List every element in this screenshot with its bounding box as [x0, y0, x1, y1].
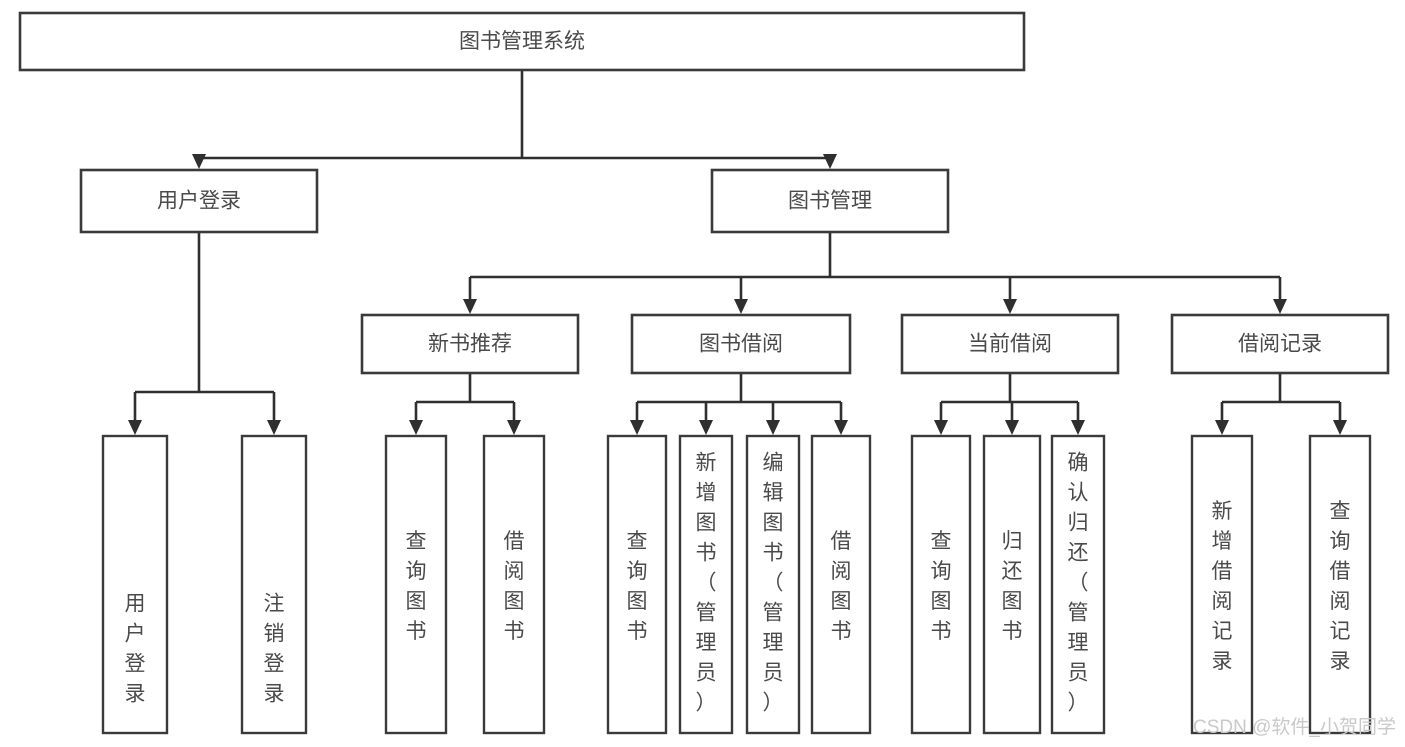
leaf-node-leaf-borrow-book-rec-box[interactable] — [482, 434, 546, 735]
leaf-node-leaf-query-book-borrow[interactable]: 查询图书 — [606, 434, 668, 735]
leaf-node-leaf-confirm-return-box[interactable] — [1050, 434, 1106, 735]
node-book-borrow-box[interactable] — [630, 313, 852, 375]
leaf-node-leaf-logout-box[interactable] — [240, 434, 308, 735]
arrow-head-icon — [1333, 420, 1347, 435]
arrow-head-icon — [734, 299, 748, 314]
arrow-head-icon — [934, 420, 948, 435]
watermark-layer: CSDN @软件_小贺同学 — [1193, 716, 1396, 738]
leaf-node-leaf-borrow-book-rec-label: 借阅图书 — [504, 530, 525, 643]
leaf-node-leaf-edit-book-label: 编辑图书（管理员） — [763, 451, 784, 714]
leaf-node-leaf-query-record-box[interactable] — [1308, 434, 1372, 735]
arrow-head-icon — [630, 420, 644, 435]
arrow-head-icon — [699, 420, 713, 435]
leaf-node-leaf-confirm-return-label: 确认归还（管理员） — [1068, 451, 1089, 714]
leaf-node-leaf-add-record-box[interactable] — [1190, 434, 1254, 735]
leaf-node-leaf-confirm-return[interactable]: 确认归还（管理员） — [1050, 434, 1106, 735]
arrow-head-icon — [1273, 299, 1287, 314]
leaf-node-leaf-borrow-book-box[interactable] — [810, 434, 872, 735]
arrow-head-icon — [1003, 299, 1017, 314]
node-borrow-record[interactable]: 借阅记录 — [1170, 313, 1390, 375]
leaf-node-leaf-edit-book-box[interactable] — [745, 434, 801, 735]
leaf-node-leaf-return-book-label: 归还图书 — [1002, 530, 1023, 643]
csdn-watermark: CSDN @软件_小贺同学 — [1193, 716, 1396, 738]
arrow-head-icon — [1005, 420, 1019, 435]
node-book-borrow-label: 图书借阅 — [699, 333, 783, 356]
arrow-head-icon — [834, 420, 848, 435]
arrow-head-icon — [128, 420, 142, 435]
leaf-node-leaf-user-login[interactable]: 用户登录 — [101, 434, 169, 735]
connector-layer — [128, 70, 1347, 435]
leaf-node-leaf-query-record-label: 查询借阅记录 — [1330, 500, 1351, 673]
node-user-login-label: 用户登录 — [157, 190, 241, 213]
leaf-node-leaf-edit-book[interactable]: 编辑图书（管理员） — [745, 434, 801, 735]
leaf-node-leaf-query-book-current-label: 查询图书 — [931, 530, 952, 643]
leaf-node-leaf-return-book[interactable]: 归还图书 — [982, 434, 1042, 735]
arrow-head-icon — [409, 420, 423, 435]
leaf-node-leaf-user-login-box[interactable] — [101, 434, 169, 735]
leaf-node-leaf-query-record[interactable]: 查询借阅记录 — [1308, 434, 1372, 735]
leaf-node-leaf-query-book-borrow-label: 查询图书 — [627, 530, 648, 643]
leaf-node-leaf-add-record-label: 新增借阅记录 — [1212, 500, 1233, 673]
node-book-management[interactable]: 图书管理 — [710, 168, 950, 234]
node-current-borrow[interactable]: 当前借阅 — [900, 313, 1120, 375]
node-root-box[interactable] — [18, 11, 1026, 72]
arrow-head-icon — [192, 154, 206, 169]
leaf-node-leaf-add-book-box[interactable] — [678, 434, 734, 735]
node-new-book-recommend[interactable]: 新书推荐 — [360, 313, 580, 375]
leaf-node-leaf-query-book-rec-label: 查询图书 — [406, 530, 427, 643]
leaf-node-leaf-return-book-box[interactable] — [982, 434, 1042, 735]
leaf-node-leaf-borrow-book[interactable]: 借阅图书 — [810, 434, 872, 735]
node-borrow-record-label: 借阅记录 — [1238, 333, 1322, 356]
arrow-head-icon — [507, 420, 521, 435]
leaf-node-leaf-add-record[interactable]: 新增借阅记录 — [1190, 434, 1254, 735]
node-new-book-recommend-box[interactable] — [360, 313, 580, 375]
arrow-head-icon — [766, 420, 780, 435]
leaf-node-leaf-query-book-current-box[interactable] — [910, 434, 972, 735]
node-book-management-label: 图书管理 — [788, 190, 872, 213]
leaf-node-leaf-query-book-rec[interactable]: 查询图书 — [384, 434, 448, 735]
leaf-node-leaf-query-book-current[interactable]: 查询图书 — [910, 434, 972, 735]
arrow-head-icon — [463, 299, 477, 314]
node-current-borrow-box[interactable] — [900, 313, 1120, 375]
leaf-node-leaf-query-book-rec-box[interactable] — [384, 434, 448, 735]
node-layer: 新书推荐图书借阅当前借阅借阅记录用户登录图书管理图书管理系统用户登录注销登录查询… — [18, 11, 1390, 735]
leaf-node-leaf-add-book[interactable]: 新增图书（管理员） — [678, 434, 734, 735]
node-root[interactable]: 图书管理系统 — [18, 11, 1026, 72]
arrow-head-icon — [823, 154, 837, 169]
leaf-node-leaf-logout-label: 注销登录 — [264, 592, 285, 705]
leaf-node-leaf-add-book-label: 新增图书（管理员） — [696, 451, 717, 714]
leaf-node-leaf-logout[interactable]: 注销登录 — [240, 434, 308, 735]
node-user-login-box[interactable] — [79, 168, 319, 234]
node-borrow-record-box[interactable] — [1170, 313, 1390, 375]
node-book-management-box[interactable] — [710, 168, 950, 234]
node-current-borrow-label: 当前借阅 — [968, 333, 1052, 356]
node-book-borrow[interactable]: 图书借阅 — [630, 313, 852, 375]
leaf-node-leaf-user-login-label: 用户登录 — [125, 592, 146, 705]
leaf-node-leaf-borrow-book-rec[interactable]: 借阅图书 — [482, 434, 546, 735]
arrow-head-icon — [267, 420, 281, 435]
leaf-node-leaf-query-book-borrow-box[interactable] — [606, 434, 668, 735]
leaf-node-leaf-borrow-book-label: 借阅图书 — [831, 530, 852, 643]
node-new-book-recommend-label: 新书推荐 — [428, 333, 512, 356]
arrow-head-icon — [1215, 420, 1229, 435]
arrow-head-icon — [1071, 420, 1085, 435]
node-root-label: 图书管理系统 — [459, 30, 585, 53]
node-user-login[interactable]: 用户登录 — [79, 168, 319, 234]
